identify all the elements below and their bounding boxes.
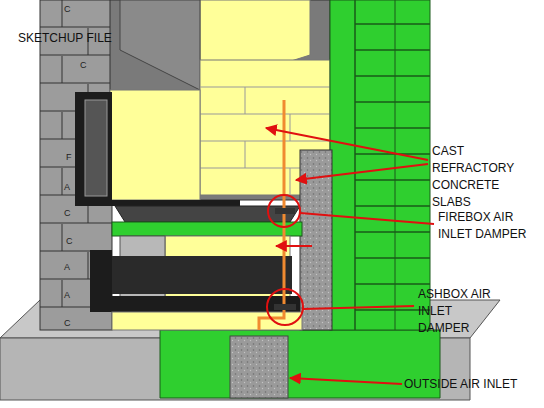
brick-letter: A [64, 182, 76, 192]
leader-line [300, 213, 434, 224]
brick-letter: C [64, 318, 76, 328]
firebox-cavity [110, 0, 330, 200]
brick-letter: F [66, 152, 78, 162]
callout-label: CAST REFRACTORY CONCRETE SLABS [432, 143, 532, 211]
callout-circle [268, 195, 300, 227]
leader-arrow [276, 245, 312, 247]
firebox-damper [275, 208, 295, 214]
firebox-side-slab [110, 90, 200, 200]
callout-label: FIREBOX AIR INLET DAMPER [438, 209, 538, 243]
smoke-chamber-wall [120, 0, 200, 90]
brick-letter: C [64, 208, 76, 218]
firebox-door-frame [75, 92, 240, 206]
brick-letter: A [64, 290, 76, 300]
brick-letter: A [64, 262, 76, 272]
brick-letter: C [66, 236, 78, 246]
callout-label: ASHBOX AIR INLET DAMPER [418, 286, 498, 337]
brick-letter: C [80, 60, 92, 70]
brick-letter: C [64, 4, 76, 14]
ash-pan [112, 256, 292, 294]
callout-circle [267, 289, 303, 325]
leader-arrow [290, 378, 402, 384]
leader-arrow [266, 128, 428, 160]
leader-line [303, 306, 414, 309]
leader-arrow [296, 164, 428, 180]
slab-section [160, 330, 440, 398]
sheet-note: SKETCHUP FILE [18, 30, 138, 47]
outside-air-inlet-duct [230, 336, 288, 398]
grate-plate [115, 206, 300, 222]
ashbox-damper [274, 304, 296, 310]
callout-label: OUTSIDE AIR INLET [404, 376, 540, 393]
firebox-door-glass [85, 100, 107, 196]
